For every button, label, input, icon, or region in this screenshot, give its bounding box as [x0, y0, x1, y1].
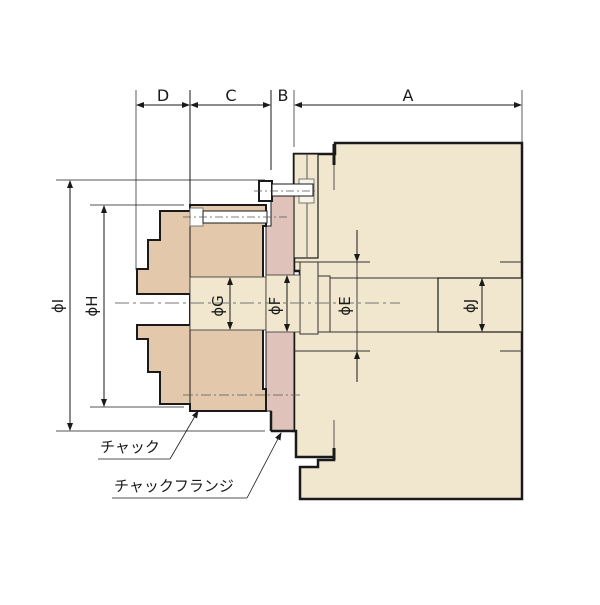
- dim-label-phi-i: ϕI: [49, 299, 67, 313]
- spindle-body: [292, 141, 524, 501]
- dim-label-phi-f: ϕF: [266, 297, 284, 316]
- callouts: チャック チャックフランジ: [98, 410, 282, 499]
- dim-label-b: B: [278, 86, 289, 105]
- dim-label-a: A: [403, 86, 414, 105]
- diameter-dimensions: ϕI ϕH ϕG ϕF ϕE ϕJ: [49, 179, 485, 432]
- dim-label-phi-h: ϕH: [83, 295, 101, 316]
- dim-label-c: C: [225, 86, 236, 105]
- dim-label-phi-j: ϕJ: [461, 299, 479, 313]
- callout-chuck: チャック: [100, 438, 160, 456]
- horizontal-dimensions: D C B A: [135, 86, 523, 270]
- dim-label-phi-e: ϕE: [336, 296, 354, 315]
- dim-label-d: D: [157, 86, 169, 105]
- dim-label-phi-g: ϕG: [209, 295, 227, 317]
- callout-chuck-flange: チャックフランジ: [114, 477, 234, 495]
